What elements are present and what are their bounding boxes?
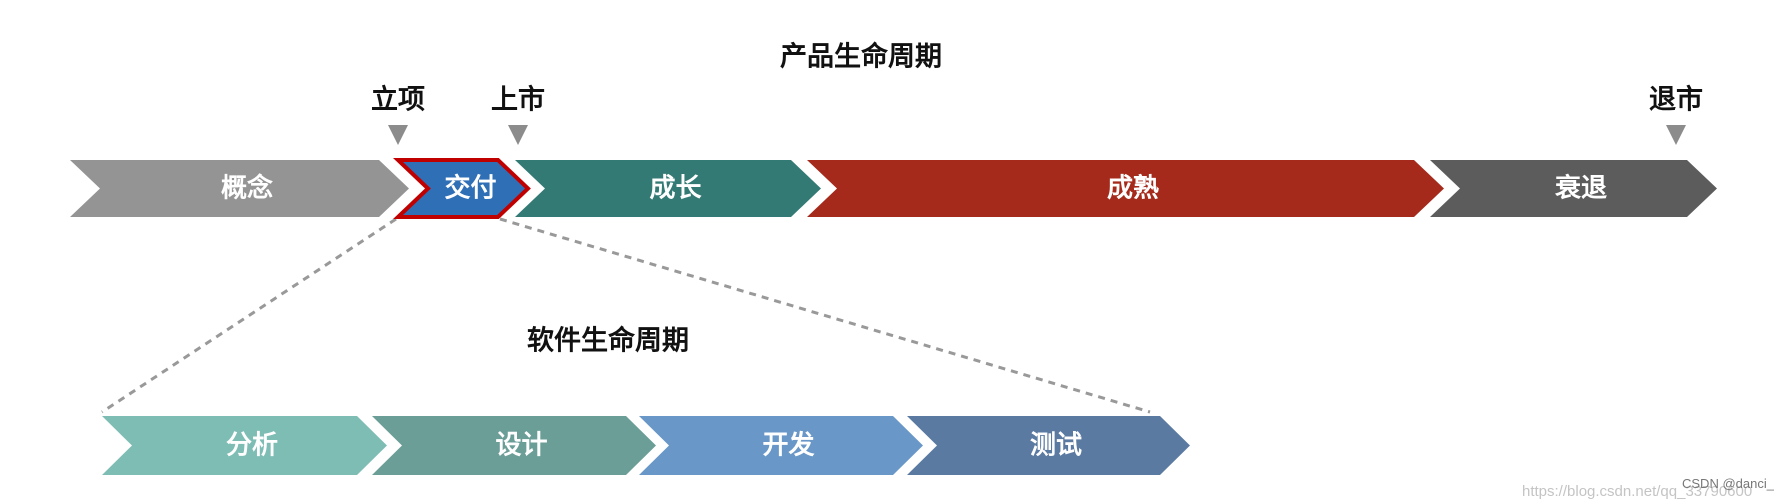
stage-decline-shape	[1430, 160, 1717, 217]
milestone-label: 立项	[371, 84, 425, 116]
stage-design-label: 设计	[495, 431, 547, 461]
stage-maturity-label: 成熟	[1107, 173, 1159, 204]
stage-analysis-shape	[102, 416, 387, 475]
product-lifecycle-title: 产品生命周期	[780, 41, 942, 73]
watermark-url: https://blog.csdn.net/qq_33790600	[1522, 483, 1753, 500]
milestone-label: 上市	[491, 84, 545, 116]
milestone-marker-icon	[1666, 125, 1686, 145]
milestones: 立项 上市 退市	[371, 84, 1703, 145]
stage-development-label: 开发	[762, 430, 814, 461]
stage-maturity-shape	[807, 160, 1444, 217]
milestone-marker-icon	[508, 125, 528, 145]
stage-decline-label: 衰退	[1554, 173, 1607, 204]
stage-design-shape	[372, 416, 656, 475]
stage-testing-label: 测试	[1030, 431, 1082, 461]
stage-delivery-shape	[392, 158, 531, 219]
stage-delivery-label: 交付	[444, 173, 496, 204]
stage-development-shape	[639, 416, 923, 475]
milestone-marker-icon	[388, 125, 408, 145]
stage-concept-shape	[70, 160, 409, 217]
watermark-author: CSDN @danci_	[1682, 476, 1774, 491]
connector-line-right	[499, 217, 1151, 414]
product-lifecycle-row: 概念 交付 成长 成熟 衰退	[70, 158, 1717, 219]
milestone-label: 退市	[1649, 84, 1703, 116]
software-lifecycle-title: 软件生命周期	[527, 325, 689, 357]
stage-testing-shape	[907, 416, 1190, 475]
connector-line-left	[101, 217, 397, 414]
stage-analysis-label: 分析	[226, 431, 278, 461]
zoom-connector-lines	[101, 217, 1151, 414]
stage-concept-label: 概念	[221, 173, 273, 204]
software-lifecycle-row: 分析 设计 开发 测试	[102, 416, 1190, 475]
stage-growth-label: 成长	[649, 174, 702, 204]
stage-growth-shape	[515, 160, 821, 217]
